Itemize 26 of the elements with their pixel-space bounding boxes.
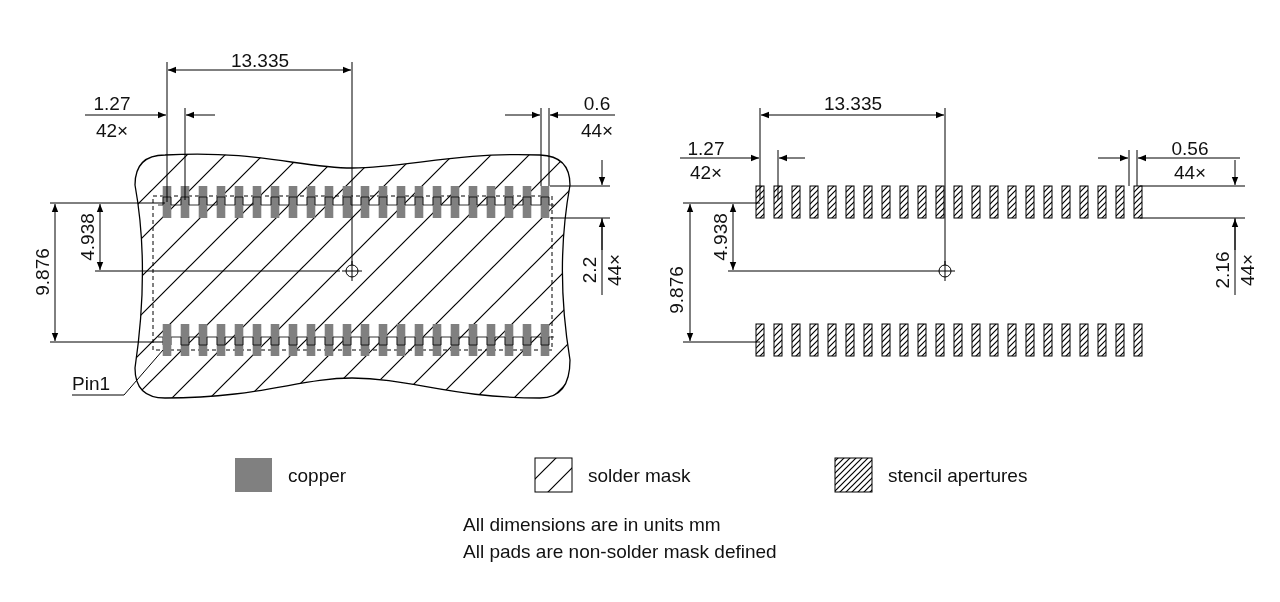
note: All dimensions are in units mm — [463, 513, 721, 535]
dimension-label: 0.56 — [1171, 137, 1209, 159]
dimension-label: 4.938 — [76, 213, 98, 261]
dimension-label: 42× — [95, 119, 129, 141]
dimension-label: 44× — [603, 253, 625, 287]
legend-label: stencil apertures — [888, 464, 1028, 486]
dimension-label: 13.335 — [823, 92, 883, 114]
note: All pads are non-solder mask defined — [463, 540, 777, 562]
leader-line — [71, 349, 164, 396]
dimension-label: 13.335 — [230, 49, 290, 71]
dimension-label: 1.27 — [93, 92, 131, 114]
dimension-label: 2.16 — [1211, 251, 1233, 289]
dimension-label: 1.27 — [687, 137, 725, 159]
dimension-label: 4.938 — [709, 213, 731, 261]
dimension-label: 0.6 — [583, 92, 611, 114]
copper-pad — [162, 324, 172, 356]
dimension-label: 9.876 — [31, 248, 53, 296]
dimension-label: 9.876 — [665, 266, 687, 314]
legend-label: copper — [288, 464, 347, 486]
dimension-label: 44× — [580, 119, 614, 141]
dimension-label: 44× — [1173, 161, 1207, 183]
dimension-label: 44× — [1236, 253, 1258, 287]
pin-label: Pin1 — [72, 372, 111, 394]
dimension-label: 2.2 — [578, 256, 600, 284]
legend-label: solder mask — [588, 464, 691, 486]
dimension-label: 42× — [689, 161, 723, 183]
